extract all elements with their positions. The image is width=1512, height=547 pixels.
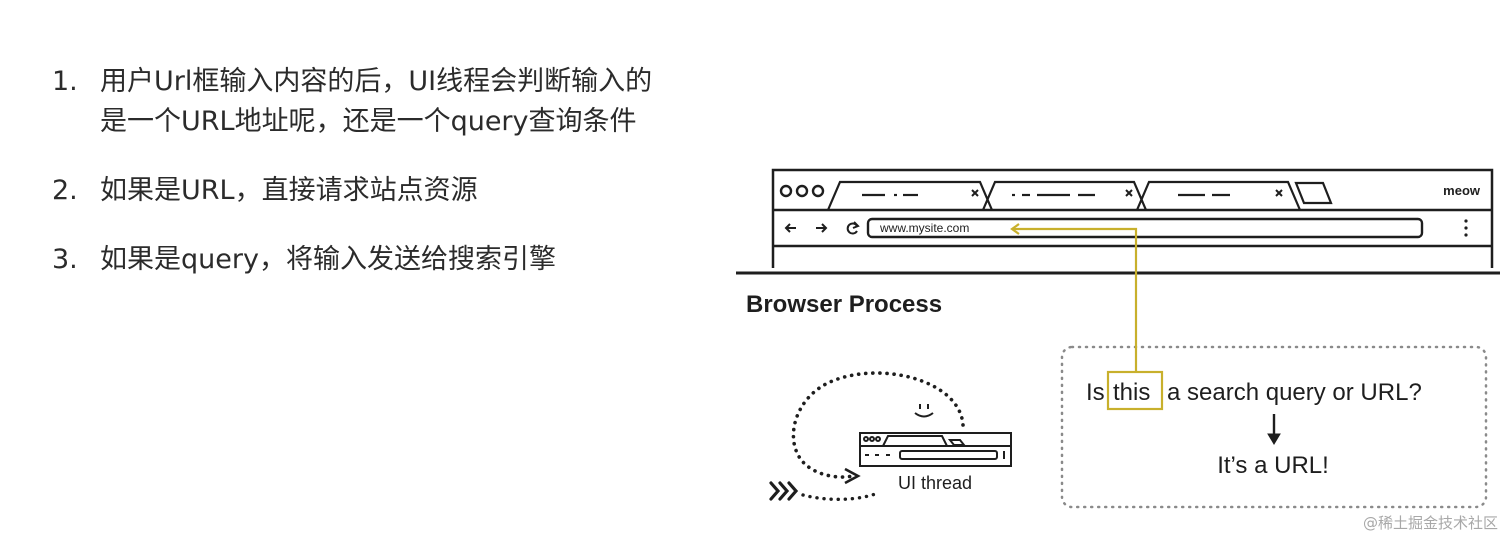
loop-arrowhead-icon <box>844 467 861 485</box>
window-controls-icon <box>779 184 825 198</box>
step-number: 1. <box>52 66 78 97</box>
tab-close-icon <box>971 189 1283 197</box>
new-tab-icon <box>1294 181 1333 205</box>
step-text: 如果是URL，直接请求站点资源 <box>100 175 478 206</box>
smiley-face-icon <box>914 404 934 418</box>
step-item: 2. 如果是URL，直接请求站点资源 <box>52 171 672 211</box>
highlight-connector <box>1010 223 1138 372</box>
menu-icon <box>1464 219 1468 237</box>
decision-box <box>1060 345 1488 509</box>
step-list: 1. 用户Url框输入内容的后，UI线程会判断输入的是一个URL地址呢，还是一个… <box>52 62 672 309</box>
question-prefix: Is <box>1086 379 1105 406</box>
question-suffix: a search query or URL? <box>1167 379 1422 406</box>
tab-strip <box>826 180 1333 211</box>
browser-process-title: Browser Process <box>746 291 942 318</box>
highlight-box <box>1106 370 1164 411</box>
question-text: Is this a search query or URL? <box>1086 379 1422 406</box>
step-number: 2. <box>52 175 78 206</box>
question-highlight: this <box>1113 379 1150 406</box>
watermark: @稀土掘金技术社区 <box>1362 514 1498 532</box>
step-number: 3. <box>52 244 78 275</box>
thinking-loop-arrow <box>791 371 965 479</box>
browser-window <box>771 168 1494 268</box>
ui-thread-browser-icon <box>859 432 1012 467</box>
step-text: 用户Url框输入内容的后，UI线程会判断输入的是一个URL地址呢，还是一个que… <box>100 66 653 137</box>
down-arrow-icon <box>1267 414 1281 445</box>
ui-thread-label: UI thread <box>898 473 972 493</box>
input-chevrons-icon <box>769 481 799 501</box>
forward-icon <box>816 223 828 233</box>
back-icon <box>784 223 796 233</box>
reload-icon <box>846 221 860 235</box>
answer-text: It’s a URL! <box>1217 452 1329 479</box>
address-bar <box>866 217 1424 239</box>
step-item: 1. 用户Url框输入内容的后，UI线程会判断输入的是一个URL地址呢，还是一个… <box>52 62 672 142</box>
step-item: 3. 如果是query，将输入发送给搜索引擎 <box>52 240 672 280</box>
profile-label: meow <box>1443 183 1481 198</box>
input-dotted-line <box>801 491 880 502</box>
address-bar-url: www.mysite.com <box>879 221 969 235</box>
step-text: 如果是query，将输入发送给搜索引擎 <box>100 244 556 275</box>
